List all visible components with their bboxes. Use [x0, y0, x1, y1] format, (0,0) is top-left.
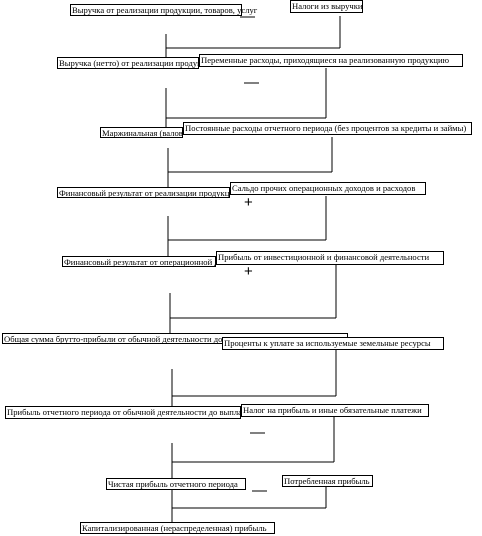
- other-operating-balance-box: Сальдо прочих операционных доходов и рас…: [230, 182, 426, 195]
- net-profit-box: Чистая прибыль отчетного периода: [106, 478, 246, 490]
- income-tax-box: Налог на прибыль и иные обязательные пла…: [241, 404, 429, 417]
- variable-costs-box: Переменные расходы, приходящиеся на реал…: [199, 54, 463, 67]
- minus-operator-6: —: [252, 482, 267, 499]
- interest-payable-box: Проценты к уплате за используемые земель…: [222, 337, 444, 350]
- minus-operator-2: —: [244, 74, 259, 91]
- marginal-income-box: Маржинальная (валовая) прибыль: [100, 127, 183, 138]
- plus-operator-5: —: [250, 424, 265, 441]
- sales-result-box: Финансовый результат от реализации проду…: [57, 187, 230, 198]
- capitalized-profit-box: Капитализированная (нераспределенная) пр…: [80, 522, 275, 534]
- revenue-box: Выручка от реализации продукции, товаров…: [70, 4, 258, 16]
- revenue-taxes-box: Налоги из выручки: [290, 0, 363, 13]
- consumed-profit-box: Потребленная прибыль: [282, 475, 373, 487]
- plus-operator-4: +: [244, 263, 253, 280]
- plus-operator-3: +: [244, 194, 253, 211]
- minus-operator-1: —: [240, 8, 255, 25]
- operating-result-box: Финансовый результат от операционной дея…: [62, 256, 216, 267]
- investment-financial-profit-box: Прибыль от инвестиционной и финансовой д…: [216, 251, 444, 265]
- net-revenue-box: Выручка (нетто) от реализации продукции: [57, 57, 199, 69]
- pretax-profit-box: Прибыль отчетного периода от обычной дея…: [5, 406, 241, 419]
- fixed-costs-box: Постоянные расходы отчетного периода (бе…: [183, 122, 472, 135]
